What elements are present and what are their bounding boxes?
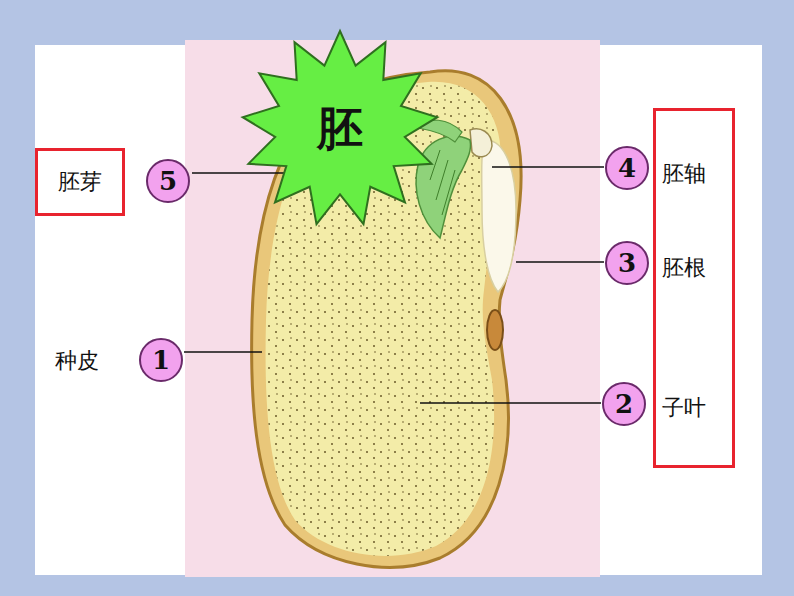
callout-number: 1 — [152, 345, 170, 375]
callout-circle: 3 — [605, 241, 649, 285]
plumule — [416, 136, 470, 238]
leader-line — [420, 402, 601, 404]
leader-line — [516, 261, 604, 263]
leader-line — [184, 351, 262, 353]
leaf-veins — [430, 150, 455, 215]
star-title: 胚 — [317, 98, 363, 160]
callout-circle: 1 — [139, 338, 183, 382]
hypocotyl — [470, 129, 492, 157]
label-box: 胚轴胚根子叶 — [653, 108, 735, 468]
leader-line — [492, 166, 604, 168]
part-name: 胚芽 — [58, 167, 102, 197]
star-burst: 胚 — [238, 22, 442, 236]
part-name: 胚轴 — [662, 159, 706, 189]
callout-number: 4 — [618, 153, 636, 183]
callout-circle: 4 — [605, 146, 649, 190]
callout-number: 3 — [618, 248, 636, 278]
hilum — [487, 310, 503, 350]
star-outline — [243, 31, 438, 224]
part-name: 子叶 — [662, 393, 706, 423]
radicle — [482, 140, 516, 292]
callout-circle: 5 — [146, 159, 190, 203]
part-name: 胚根 — [662, 253, 706, 283]
callout-circle: 2 — [602, 382, 646, 426]
callout-number: 5 — [159, 166, 177, 196]
label-box: 胚芽 — [35, 148, 125, 216]
callout-number: 2 — [615, 389, 633, 419]
part-name: 种皮 — [55, 346, 99, 376]
